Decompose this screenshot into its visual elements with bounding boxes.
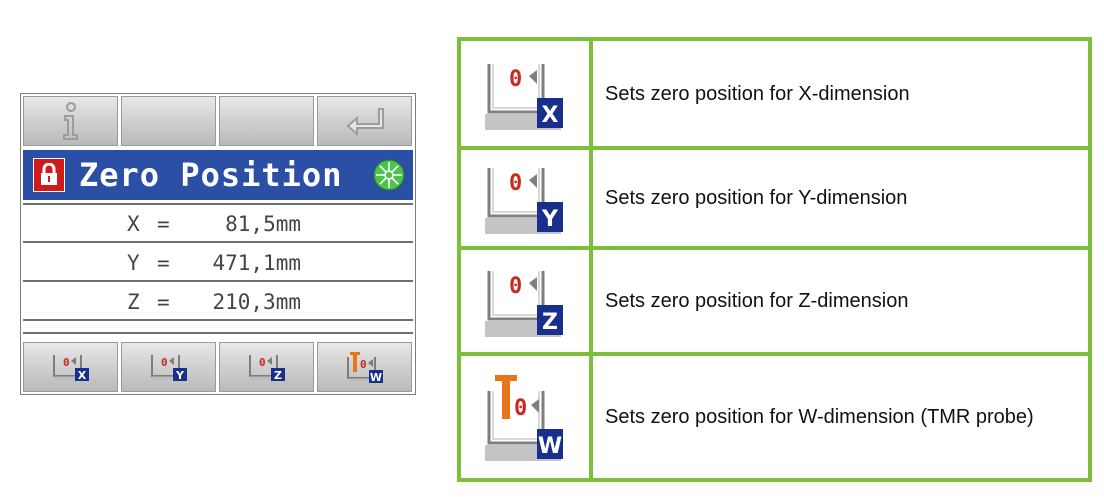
svg-text:0: 0 xyxy=(509,274,522,299)
svg-text:0: 0 xyxy=(509,171,522,196)
coordinate-row-x: X = 81,5mm xyxy=(23,207,413,243)
coordinate-value: 81,5mm xyxy=(225,212,301,236)
zero-x-button[interactable]: 0 X xyxy=(23,342,118,392)
divider xyxy=(23,203,413,205)
equals-sign: = xyxy=(157,251,170,275)
equals-sign: = xyxy=(157,212,170,236)
enter-button[interactable] xyxy=(317,96,412,146)
zero-w-probe-icon: 0 W xyxy=(346,352,383,384)
svg-text:0: 0 xyxy=(360,358,367,371)
legend-description: Sets zero position for Y-dimension xyxy=(589,146,1092,250)
lock-icon xyxy=(33,158,65,192)
svg-text:X: X xyxy=(77,369,86,382)
svg-text:0: 0 xyxy=(514,396,527,421)
axis-label: X xyxy=(127,212,140,236)
zero-position-panel: Zero Position X = 81,5mm Y = 471,1mm Z =… xyxy=(20,93,416,395)
legend-icon-cell: 0 Y xyxy=(457,146,593,250)
legend-description: Sets zero position for Z-dimension xyxy=(589,246,1092,356)
coordinate-row-z: Z = 210,3mm xyxy=(23,285,413,321)
zero-x-icon: 0 X xyxy=(485,63,563,130)
axis-label: Y xyxy=(127,251,140,275)
function-button-3[interactable] xyxy=(219,96,314,146)
legend-icon-cell: 0 W xyxy=(457,352,593,482)
legend-icon-cell: 0 Z xyxy=(457,246,593,356)
zero-y-icon: 0 Y xyxy=(150,355,187,382)
zero-w-probe-icon: 0 W xyxy=(485,375,563,461)
svg-text:Y: Y xyxy=(541,207,559,232)
zero-y-button[interactable]: 0 Y xyxy=(121,342,216,392)
svg-text:0: 0 xyxy=(509,67,522,92)
svg-text:Z: Z xyxy=(542,310,558,335)
svg-text:0: 0 xyxy=(259,356,266,369)
zero-y-icon: 0 Y xyxy=(485,168,563,234)
legend-row-w: 0 W Sets zero position for W-dimension (… xyxy=(457,352,1092,482)
page-title: Zero Position xyxy=(79,156,343,194)
function-button-2[interactable] xyxy=(121,96,216,146)
divider xyxy=(23,332,413,334)
svg-text:0: 0 xyxy=(161,356,168,369)
svg-text:Y: Y xyxy=(175,369,185,382)
svg-text:Z: Z xyxy=(274,369,282,382)
info-icon xyxy=(62,102,78,140)
coordinate-value: 471,1mm xyxy=(212,251,301,275)
info-button[interactable] xyxy=(23,96,118,146)
zero-z-button[interactable]: 0 Z xyxy=(219,342,314,392)
status-indicator-icon xyxy=(373,159,405,191)
legend-row-y: 0 Y Sets zero position for Y-dimension xyxy=(457,146,1092,250)
svg-text:W: W xyxy=(369,371,381,384)
enter-return-icon xyxy=(345,108,384,136)
legend-row-x: 0 X Sets zero position for X-dimension xyxy=(457,37,1092,150)
legend-row-z: 0 Z Sets zero position for Z-dimension xyxy=(457,246,1092,356)
zero-z-icon: 0 Z xyxy=(248,355,285,382)
legend-icon-cell: 0 X xyxy=(457,37,593,150)
zero-w-button[interactable]: 0 W xyxy=(317,342,412,392)
axis-label: Z xyxy=(127,290,140,314)
legend-description: Sets zero position for W-dimension (TMR … xyxy=(589,352,1092,482)
svg-text:X: X xyxy=(542,103,559,128)
zero-function-legend-table: 0 X Sets zero position for X-dimension 0… xyxy=(457,37,1092,482)
equals-sign: = xyxy=(157,290,170,314)
title-bar: Zero Position xyxy=(23,150,413,200)
svg-text:0: 0 xyxy=(63,356,70,369)
coordinate-row-y: Y = 471,1mm xyxy=(23,246,413,282)
svg-text:W: W xyxy=(538,434,562,459)
legend-description: Sets zero position for X-dimension xyxy=(589,37,1092,150)
zero-z-icon: 0 Z xyxy=(485,271,563,337)
zero-x-icon: 0 X xyxy=(52,355,89,382)
coordinate-value: 210,3mm xyxy=(212,290,301,314)
